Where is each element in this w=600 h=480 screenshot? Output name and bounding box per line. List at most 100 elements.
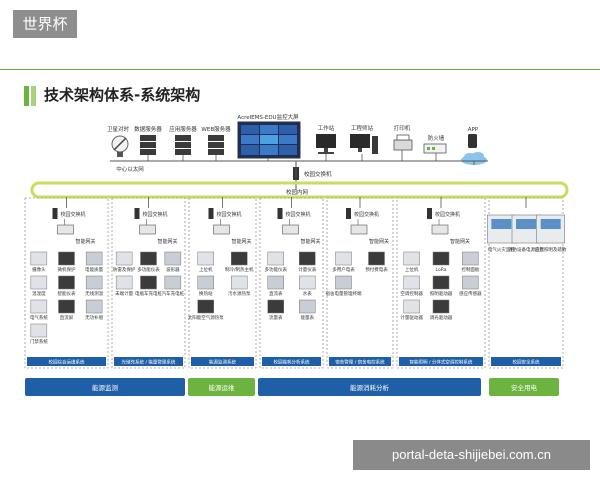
device-icon	[197, 299, 214, 314]
device-label: 门禁系统	[30, 338, 48, 345]
subsystem-footer-label: 校园综合运维系统	[49, 359, 85, 366]
capability-band-label: 安全用电	[511, 383, 538, 392]
device-label: 感应传感器	[459, 290, 482, 297]
device-icon	[85, 251, 103, 266]
capability-band-label: 能源消耗分析	[350, 383, 390, 392]
device-label: 无功补偿	[85, 314, 103, 321]
subsystem-footer	[262, 357, 321, 366]
device-label: 电能质量	[85, 266, 103, 273]
device-label: 波形器	[166, 266, 180, 273]
device-icon	[30, 251, 48, 266]
switch-label: 校园交换机	[435, 211, 460, 218]
gateway-label: 智能网关	[76, 238, 96, 245]
device-label: 摄像头	[32, 266, 46, 273]
bottom-bands: 能源监测能源运维能源消耗分析安全用电	[25, 378, 559, 396]
device-label: 无线测温	[85, 290, 103, 297]
device-label: 防雷及保护	[113, 266, 136, 273]
device-label: 直流屏	[60, 314, 74, 321]
device-screen	[491, 219, 512, 229]
gateway-label: 智能网关	[232, 238, 252, 245]
printer-label: 打印机	[394, 124, 411, 132]
device-label: 流量表	[269, 314, 283, 321]
device-icon	[267, 299, 284, 314]
switch-label: 校园交换机	[143, 211, 168, 218]
campus-network-ring	[30, 181, 569, 199]
gateway-icon	[431, 224, 449, 235]
video-wall-icon	[237, 121, 301, 159]
gateway-label: 智能网关	[301, 238, 321, 245]
device-icon	[368, 251, 385, 266]
gateway-icon	[213, 224, 230, 235]
device-screen	[516, 219, 536, 229]
subsystem-footer	[27, 357, 106, 366]
device-icon	[58, 299, 75, 314]
phone-icon	[468, 134, 477, 148]
gateway-icon	[350, 224, 368, 235]
device-screen	[540, 219, 561, 229]
server-label: 应用服务器	[169, 125, 197, 133]
device-icon	[299, 251, 316, 266]
subsystem-column: 校园交换机智能网关摄像头微机保护电能质量温湿度智能仪表无线测温电气系统直流屏无功…	[24, 197, 109, 369]
gateway-icon	[282, 224, 299, 235]
switch-label: 校园交换机	[286, 211, 311, 218]
capability-band: 能源消耗分析	[258, 378, 481, 396]
campus-net-label: 校园内网	[286, 188, 309, 196]
device-label: 电气火灾监控	[488, 246, 515, 253]
device-icon	[115, 251, 133, 266]
device-label: 计量驱动器	[400, 314, 423, 321]
subsystem-footer-label: 光储充系统 / 能量管理系统	[122, 359, 176, 366]
subsystem-footer	[491, 357, 561, 366]
device-icon	[30, 275, 48, 290]
device-label: 计量仪表	[298, 266, 316, 273]
gateway-icon	[57, 224, 74, 235]
device-label: 上位机	[199, 266, 213, 273]
device-icon	[197, 251, 214, 266]
device-icon	[30, 299, 48, 314]
device-label: 微机保护	[58, 266, 76, 273]
switch-label: 校园交换机	[354, 211, 379, 218]
switch-icon	[346, 208, 351, 219]
subsystem-footer	[191, 357, 254, 366]
device-icon	[164, 275, 182, 290]
device-icon	[267, 275, 284, 290]
app-server-icon	[175, 135, 191, 155]
subsystem-column: 校园交换机智能网关多用户电表预付费电表宿舍电量管理终端宿舍管理 / 宿舍电控系统	[326, 197, 394, 369]
device-icon	[231, 275, 248, 290]
server-label: 数据服务器	[134, 125, 162, 133]
firewall-icon	[423, 143, 447, 154]
switch-icon	[52, 208, 58, 219]
title-accent-bar-light	[31, 86, 36, 106]
device-label: 预付费电表	[365, 266, 388, 273]
device-label: 直流表	[269, 290, 283, 297]
device-label: 多功能仪表	[137, 266, 160, 273]
device-label: 空调控制器	[400, 290, 423, 297]
switch-icon	[427, 208, 432, 219]
workstation-label: 工作站	[318, 124, 335, 132]
device-label: 换热站	[199, 290, 213, 297]
gateway-icon	[139, 224, 156, 235]
device-label: 消防设备电源监控	[508, 246, 544, 253]
capability-band-label: 能源监测	[92, 383, 119, 392]
device-icon	[299, 275, 316, 290]
app-label: APP	[468, 127, 479, 133]
device-icon	[58, 275, 75, 290]
switch-label: 校园交换机	[61, 211, 86, 218]
subsystem-footer	[329, 357, 391, 366]
device-icon	[403, 299, 420, 314]
device-label: 多用户电表	[332, 266, 355, 273]
device-icon	[30, 323, 48, 338]
device-icon	[85, 299, 103, 314]
core-switch-label: 校园交换机	[304, 170, 332, 178]
device-icon	[140, 251, 157, 266]
subsystem-column: 校园交换机智能网关上位机制冷/制热主机换热站污水源热泵太阳能空气源热泵能源监测系…	[188, 197, 257, 369]
gateway-label: 智能网关	[158, 238, 178, 245]
device-label: 多功能仪表	[265, 266, 288, 273]
display-wall-label: AcrelEMS-EDU监控大屏	[237, 113, 299, 121]
device-icon	[58, 251, 75, 266]
server-label: WEB服务器	[201, 125, 231, 133]
data-server-icon	[140, 135, 156, 155]
gateway-label: 智能网关	[450, 238, 470, 245]
device-label: 上位机	[405, 266, 419, 273]
device-label: 电瓶车充电桩	[135, 290, 162, 297]
